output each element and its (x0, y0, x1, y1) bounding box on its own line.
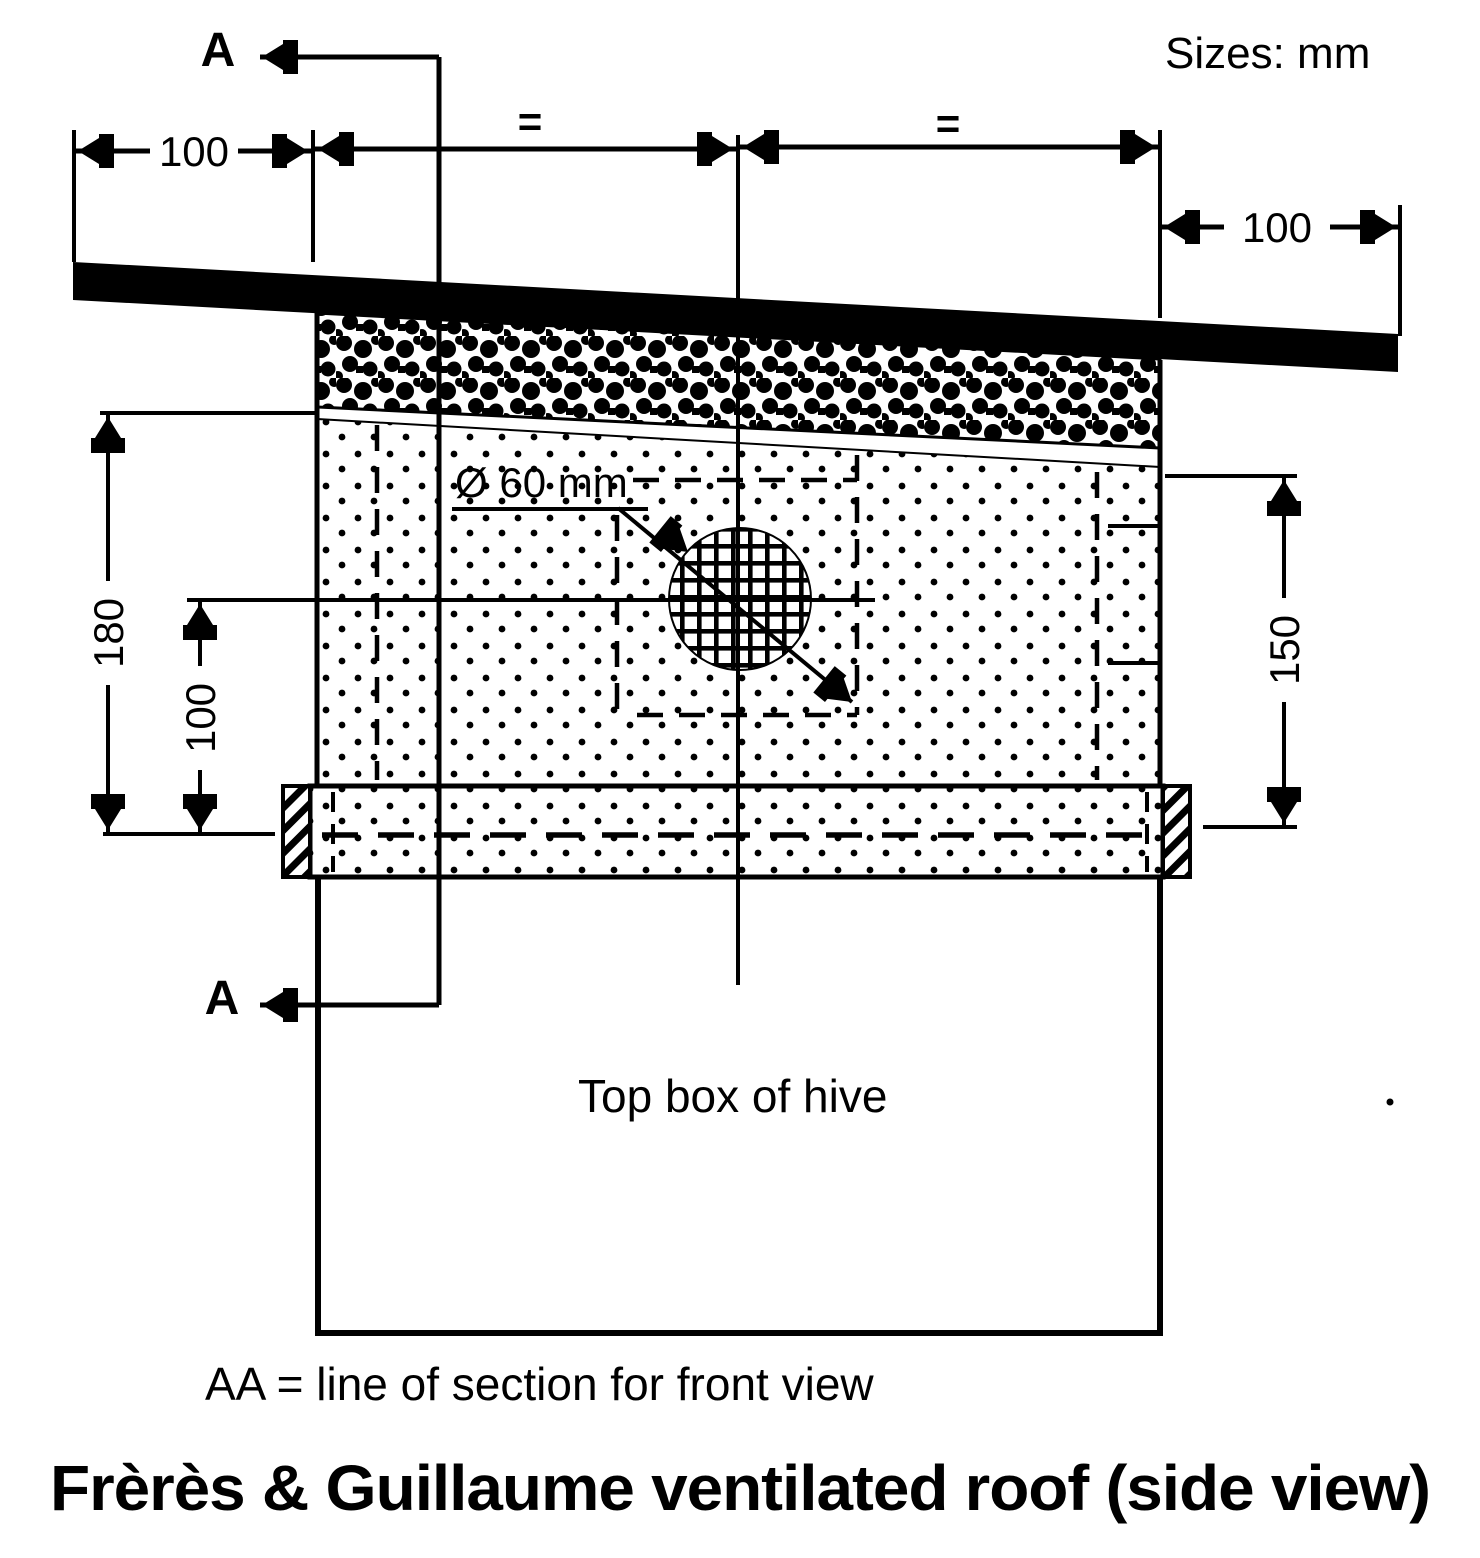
arrow (272, 134, 308, 168)
dim-height-left-180: 180 (85, 598, 132, 668)
rail-end-cap-left (281, 784, 312, 879)
arrow (697, 132, 733, 166)
arrow (91, 417, 125, 453)
dim-text-mask (1224, 204, 1330, 249)
arrow (1120, 130, 1156, 164)
dim-text-mask (85, 581, 131, 685)
dim-height-right-150: 150 (1261, 615, 1308, 685)
roof-plank (73, 262, 1398, 372)
hole-diameter-label: Ø 60 mm (455, 459, 628, 506)
section-arrow-top (262, 40, 298, 74)
dim-text-mask (150, 128, 238, 173)
arrow (183, 794, 217, 830)
dim-overhang-left: 100 (159, 128, 229, 175)
arrow (743, 130, 779, 164)
units-note: Sizes: mm (1165, 29, 1370, 78)
arrow (91, 794, 125, 830)
dim-hole-center-100: 100 (177, 683, 224, 753)
arrow (1267, 480, 1301, 516)
drawing-title: Frèrès & Guillaume ventilated roof (side… (50, 1452, 1430, 1524)
dim-text-mask (1261, 598, 1307, 702)
section-marker-a-bottom: A (205, 972, 240, 1025)
section-marker-a-top: A (201, 24, 236, 77)
section-arrow-bottom (262, 988, 298, 1022)
arrow (1164, 210, 1200, 244)
dim-overhang-right: 100 (1242, 204, 1312, 251)
top-box-label: Top box of hive (578, 1070, 887, 1122)
arrow (78, 134, 114, 168)
arrow (183, 604, 217, 640)
dim-span-right-equal: = (936, 100, 961, 147)
dim-text-mask (177, 666, 223, 770)
print-speck (1386, 1098, 1394, 1106)
arrow (1360, 210, 1396, 244)
section-caption: AA = line of section for front view (205, 1358, 874, 1410)
dim-span-left-equal: = (518, 98, 543, 145)
rail-end-cap-right (1161, 784, 1192, 879)
hive-box-outline (315, 877, 1163, 1336)
arrow (1267, 787, 1301, 823)
arrow (318, 132, 354, 166)
